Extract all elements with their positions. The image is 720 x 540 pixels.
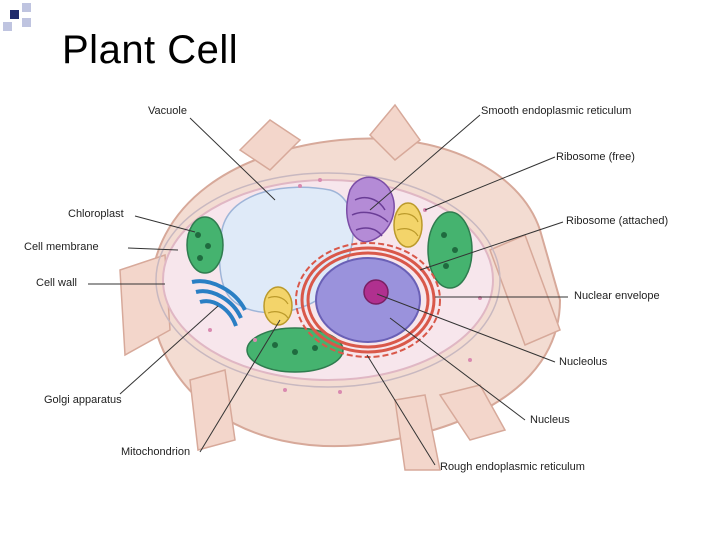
slide-title: Plant Cell: [62, 28, 239, 72]
golgi-apparatus: [191, 279, 247, 327]
label-nucleolus: Nucleolus: [559, 356, 608, 368]
nucleolus: [363, 279, 389, 305]
deco-square-light: [22, 18, 31, 27]
label-vacuole: Vacuole: [148, 105, 187, 117]
deco-square-dark: [10, 10, 19, 19]
label-cell-wall: Cell wall: [36, 277, 77, 289]
chloroplast-left: [186, 216, 224, 274]
label-chloroplast: Chloroplast: [68, 208, 124, 220]
slide-decoration: [0, 0, 40, 40]
leader-lines: [88, 114, 568, 466]
label-rough-er: Rough endoplasmic reticulum: [440, 461, 585, 473]
mitochondrion-top: [393, 202, 423, 248]
chloroplast-right: [427, 211, 473, 289]
label-mitochondrion: Mitochondrion: [121, 446, 191, 458]
deco-square-light: [22, 3, 31, 12]
label-golgi-apparatus: Golgi apparatus: [44, 394, 122, 406]
cell-membrane-outline: [155, 172, 501, 388]
label-cell-membrane: Cell membrane: [24, 241, 99, 253]
label-nuclear-envelope: Nuclear envelope: [574, 290, 660, 302]
deco-square-light: [3, 22, 12, 31]
mitochondrion-center: [263, 286, 293, 326]
ribosomes: [208, 178, 482, 394]
chloroplast-bottom: [246, 327, 344, 373]
label-ribosome-attached: Ribosome (attached): [566, 215, 669, 227]
label-smooth-er: Smooth endoplasmic reticulum: [481, 105, 632, 117]
label-nucleus: Nucleus: [530, 414, 570, 426]
label-ribosome-free: Ribosome (free): [556, 151, 635, 163]
